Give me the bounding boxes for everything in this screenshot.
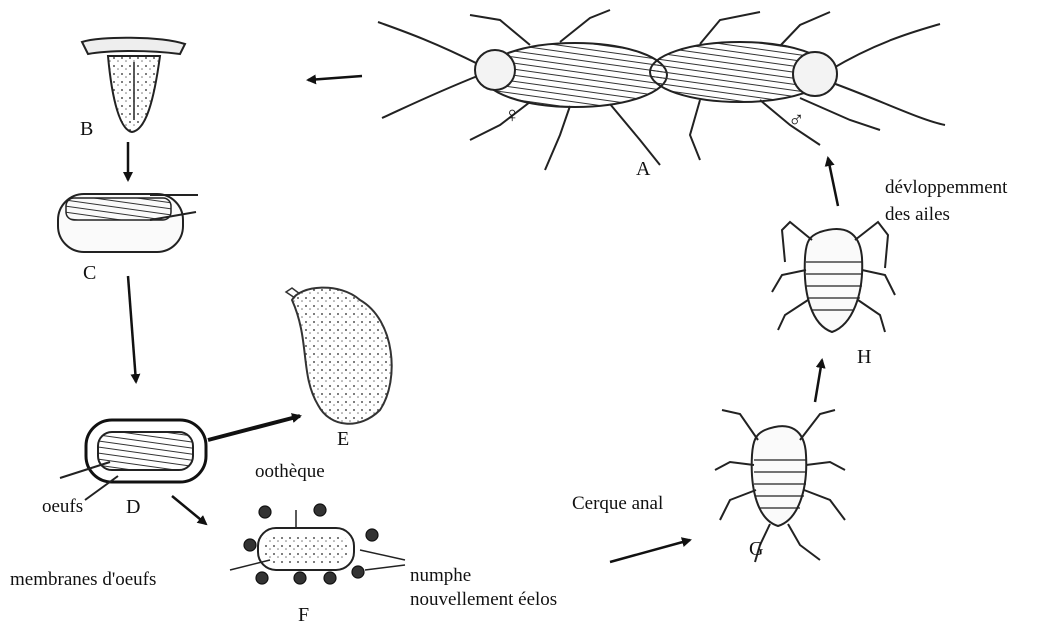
wing-development-label-line1: dévloppemment xyxy=(885,178,1007,199)
stage-label-h: H xyxy=(857,346,871,368)
young-nymph-illustration xyxy=(715,410,845,562)
stage-label-d: D xyxy=(126,496,140,518)
stage-label-e: E xyxy=(337,428,349,450)
stage-label-a: A xyxy=(636,158,650,180)
nymph-label-line1: numphe xyxy=(410,566,471,587)
ootheca-with-nymphs-illustration xyxy=(230,504,405,584)
wing-development-label-line2: des ailes xyxy=(885,205,950,226)
ootheca-forming-illustration xyxy=(82,38,185,132)
stage-label-f: F xyxy=(298,604,309,626)
cycle-arrows xyxy=(128,76,838,562)
mating-cockroaches-illustration xyxy=(378,10,945,170)
nymph-label-line2: nouvellement éelos xyxy=(410,590,557,611)
male-symbol: ♂ xyxy=(788,108,805,132)
anal-cercus-label: Cerque anal xyxy=(572,494,663,515)
ootheca-label: oothèque xyxy=(255,462,325,483)
stage-label-g: G xyxy=(749,538,763,560)
ootheca-illustration xyxy=(58,194,198,252)
stage-label-b: B xyxy=(80,118,93,140)
egg-membranes-label: membranes d'oeufs xyxy=(10,570,156,591)
female-symbol: ♀ xyxy=(504,103,521,127)
stage-label-c: C xyxy=(83,262,96,284)
older-nymph-illustration xyxy=(772,222,895,332)
eggs-label: oeufs xyxy=(42,497,83,518)
ootheca-eggs-illustration xyxy=(60,420,206,500)
hatching-nymph-illustration xyxy=(286,288,392,424)
